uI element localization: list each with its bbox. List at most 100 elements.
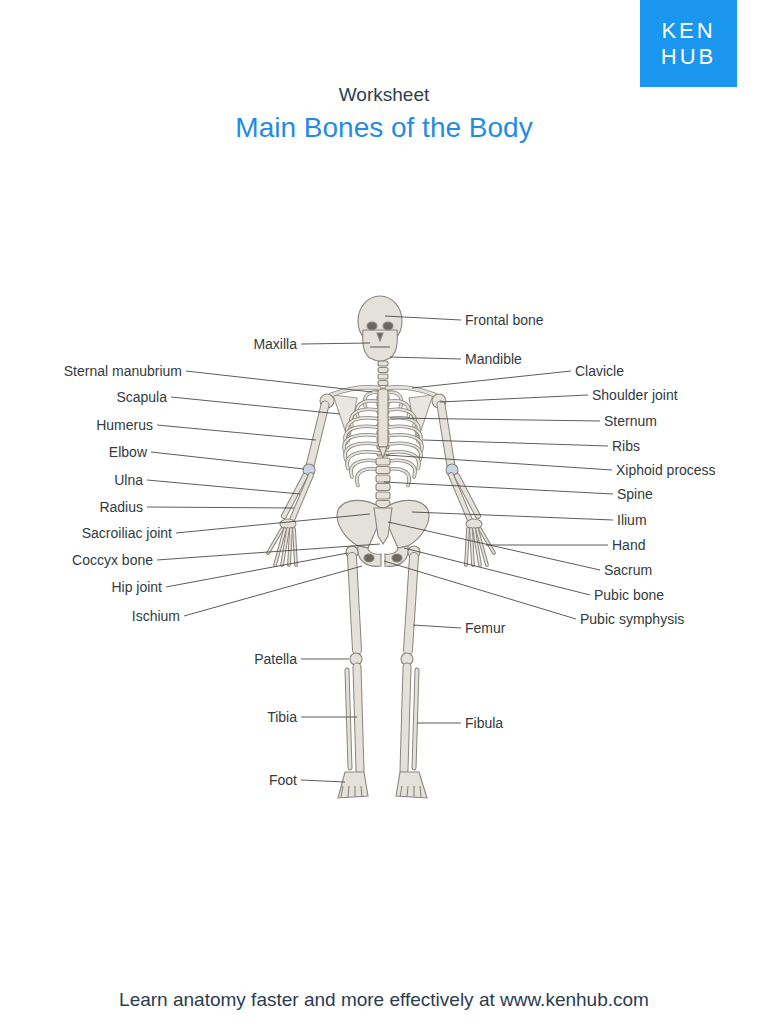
bone-label: Ribs (612, 438, 640, 454)
finger-bone (474, 529, 480, 565)
leader-line (186, 371, 372, 392)
leader-line (301, 717, 357, 718)
leader-line (417, 723, 461, 724)
leader-line (384, 482, 613, 494)
leader-line (166, 553, 348, 587)
femur-shape (352, 557, 357, 650)
toe-line (420, 786, 421, 797)
bone-label: Pubic bone (594, 587, 664, 603)
toe-line (407, 786, 408, 797)
lumbar-vertebra (376, 492, 390, 499)
obturator-hole (364, 554, 374, 562)
pubic-shape (358, 546, 381, 566)
leader-line (423, 440, 608, 446)
finger-bone (294, 529, 296, 565)
leader-line (385, 316, 461, 320)
bone-label: Spine (617, 486, 653, 502)
eye-socket (367, 322, 377, 330)
bone-label: Sternum (604, 413, 657, 429)
worksheet-heading: Worksheet (339, 84, 429, 106)
leader-line (176, 514, 370, 533)
foot-shape (396, 772, 427, 798)
leader-line (301, 343, 370, 344)
bone-label: Shoulder joint (592, 387, 678, 403)
eye-socket (383, 322, 393, 330)
toe-line (341, 786, 343, 797)
finger-bone (289, 529, 291, 565)
nasal-cavity (377, 333, 383, 341)
humerus-shape (441, 405, 451, 466)
bone-label: Ilium (617, 512, 647, 528)
bone-label: Tibia (267, 709, 297, 725)
lumbar-vertebra (376, 484, 390, 491)
bone-label: Frontal bone (465, 312, 544, 328)
finger-bone (466, 529, 468, 565)
cervical-vertebra (378, 381, 388, 386)
leader-line (151, 452, 304, 469)
worksheet-title: Main Bones of the Body (235, 112, 532, 144)
leader-line (404, 548, 590, 595)
bone-label: Scapula (116, 389, 167, 405)
sternum-shape (378, 389, 388, 447)
finger-bone (282, 529, 288, 565)
toe-line (361, 786, 362, 797)
leader-line (301, 659, 349, 660)
bone-label: Clavicle (575, 363, 624, 379)
obturator-hole (392, 554, 402, 562)
ulna-shape (457, 476, 478, 516)
teeth-line (370, 346, 390, 348)
ulna-shape (284, 476, 305, 516)
bone-label: Patella (254, 651, 297, 667)
leader-line (301, 780, 345, 782)
cervical-vertebra (378, 368, 388, 373)
leader-line (157, 544, 380, 560)
femur-shape (352, 557, 357, 650)
fibula-shape (414, 670, 417, 768)
bone-label: Ischium (132, 608, 180, 624)
femur-shape (408, 557, 414, 650)
leader-line (440, 395, 588, 402)
tibia-shape (357, 667, 360, 770)
finger-bone (294, 529, 296, 565)
finger-bone (471, 529, 473, 565)
fibula-shape (414, 670, 417, 768)
leader-line (412, 371, 571, 388)
logo-text: KEN HUB (656, 18, 722, 70)
ulna-shape (457, 476, 478, 516)
bone-label: Hip joint (111, 579, 162, 595)
bone-label: Humerus (96, 417, 153, 433)
leader-line (413, 625, 461, 628)
lumbar-vertebra (376, 467, 390, 474)
leader-line (388, 522, 600, 570)
bone-label: Mandible (465, 351, 522, 367)
bone-label: Hand (612, 537, 645, 553)
bone-label: Sternal manubrium (64, 363, 182, 379)
tibia-shape (404, 667, 407, 770)
leader-line (384, 561, 576, 619)
lumbar-vertebra (376, 458, 390, 465)
leader-line (147, 507, 294, 508)
bone-label: Ulna (114, 472, 143, 488)
leader-line (390, 418, 600, 421)
finger-bone (471, 529, 473, 565)
humerus-shape (441, 405, 451, 466)
pubic-shape (385, 546, 408, 566)
finger-bone (289, 529, 291, 565)
toe-line (354, 786, 355, 797)
foot-shape (338, 772, 368, 798)
fibula-shape (347, 670, 350, 768)
leader-line (390, 357, 461, 359)
leader-line (412, 512, 613, 520)
bone-label: Fibula (465, 715, 503, 731)
ulna-shape (284, 476, 305, 516)
lumbar-vertebra (376, 475, 390, 482)
bone-label: Pubic symphysis (580, 611, 684, 627)
footer-caption: Learn anatomy faster and more effectivel… (119, 989, 649, 1011)
tibia-shape (404, 667, 407, 770)
finger-bone (282, 529, 288, 565)
leader-line (486, 545, 608, 546)
humerus-shape (310, 405, 325, 466)
finger-bone (474, 529, 480, 565)
tibia-shape (357, 667, 360, 770)
bone-label: Sacrum (604, 562, 652, 578)
